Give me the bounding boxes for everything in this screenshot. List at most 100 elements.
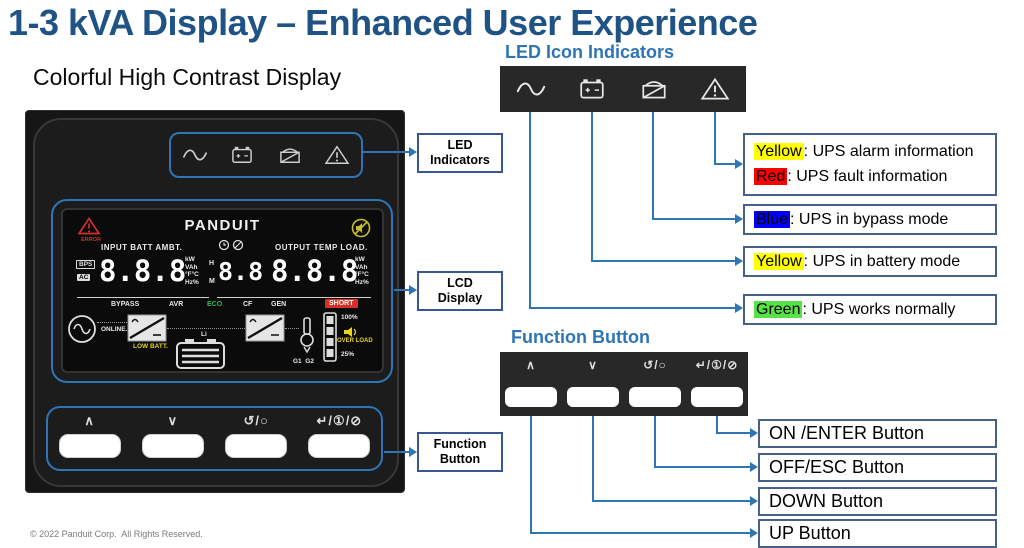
connector-line [592, 416, 594, 501]
lcd-load-25-label: 25% [341, 351, 355, 358]
battery-icon [219, 145, 267, 165]
lcd-li-label: Li [201, 331, 207, 338]
connector-line [652, 218, 736, 220]
callout-line: Yellow: UPS in battery mode [754, 252, 961, 270]
led-callout-normal: Green: UPS works normally [743, 294, 997, 325]
connector-line [654, 466, 752, 468]
lcd-lamp-icon [299, 316, 315, 361]
arrowhead [409, 147, 422, 157]
on-enter-symbol: ↵/①/⊘ [316, 413, 363, 428]
color-word: Yellow [754, 252, 804, 270]
down-button[interactable] [141, 434, 204, 458]
lcd-display: ERROR PANDUIT INPUT BATT AMBT. OUTPUT TE… [61, 208, 384, 373]
down-symbol: ∨ [588, 358, 598, 372]
display-subtitle: Colorful High Contrast Display [33, 64, 342, 90]
alarm-triangle-icon [314, 144, 362, 166]
lcd-mute-icon [351, 218, 371, 243]
connector-line [652, 112, 654, 220]
connector-line [714, 163, 736, 165]
connector-line [591, 112, 593, 262]
lcd-battery-pack-icon [175, 338, 227, 371]
copyright-text: © 2022 Panduit Corp. All Rights Reserved… [30, 529, 203, 539]
lcd-inverter-icon [127, 314, 167, 347]
sine-wave-icon [500, 78, 562, 100]
connector-line [591, 260, 736, 262]
device-button-symbols: ∧ ∨ ↺/○ ↵/①/⊘ [48, 408, 381, 434]
lcd-low-batt-label: LOW BATT. [133, 343, 168, 350]
connector-line [716, 416, 718, 433]
lcd-error-label: ERROR [81, 237, 101, 243]
lcd-ac-source-icon [67, 314, 97, 349]
up-symbol: ∧ [84, 413, 95, 428]
lcd-divider-left [77, 297, 209, 298]
lcd-status-avr: AVR [169, 301, 184, 308]
lcd-bps-badge: BPS [76, 260, 96, 269]
sine-wave-icon [171, 145, 219, 165]
arrowhead [750, 496, 763, 506]
function-button-label-box: Function Button [417, 432, 503, 472]
down-button[interactable] [567, 387, 619, 407]
on-enter-button[interactable] [691, 387, 743, 407]
led-icon-bar [500, 66, 746, 112]
lcd-status-gen: GEN [271, 301, 287, 308]
lcd-error-icon [77, 216, 101, 241]
bypass-icon [266, 145, 314, 165]
ups-device-panel: ERROR PANDUIT INPUT BATT AMBT. OUTPUT TE… [25, 110, 405, 493]
on-enter-button[interactable] [308, 434, 371, 458]
callout-line: Blue: UPS in bypass mode [754, 210, 949, 228]
arrowhead [735, 256, 748, 266]
off-esc-button[interactable] [225, 434, 288, 458]
led-callout-bypass: Blue: UPS in bypass mode [743, 204, 997, 235]
lcd-status-bypass: BYPASS [111, 301, 140, 308]
connector-line [530, 532, 752, 534]
lcd-divider-right [217, 297, 371, 298]
page-title: 1-3 kVA Display – Enhanced User Experien… [8, 2, 758, 43]
color-word: Red [754, 168, 788, 186]
lcd-inverter-icon [245, 314, 285, 347]
on-enter-symbol: ↵/①/⊘ [695, 358, 739, 372]
lcd-online-label: ONLINE. [101, 326, 128, 333]
battery-icon [562, 77, 624, 101]
callout-line: Yellow: UPS alarm information [754, 142, 974, 160]
lcd-hour-label: H [209, 260, 215, 267]
alarm-triangle-icon [685, 76, 747, 102]
connector-line [592, 500, 752, 502]
connector-line [530, 416, 532, 533]
connector-line [384, 451, 410, 453]
panduit-logo: PANDUIT [184, 217, 261, 234]
device-function-button-area: ∧ ∨ ↺/○ ↵/①/⊘ [46, 406, 383, 471]
off-esc-symbol: ↺/○ [643, 358, 667, 372]
lcd-overload-label: OVER LOAD [337, 338, 373, 344]
lcd-flow-dots [285, 328, 299, 329]
led-callout-alarm-fault: Yellow: UPS alarm information Red: UPS f… [743, 133, 997, 196]
lcd-display-label-box: LCD Display [417, 271, 503, 311]
color-word: Blue [754, 210, 791, 228]
up-button[interactable] [505, 387, 557, 407]
lcd-status-eco: ECO [207, 301, 223, 308]
lcd-minute-label: M [209, 278, 215, 285]
arrowhead [409, 447, 422, 457]
arrowhead [735, 303, 748, 313]
lcd-ac-badge: AC [77, 274, 91, 281]
arrowhead [409, 285, 422, 295]
device-lcd-outline [51, 199, 393, 383]
lcd-short-badge: SHORT [325, 299, 358, 308]
off-esc-button[interactable] [629, 387, 681, 407]
lcd-digits-left: 8.8.8 [99, 254, 187, 288]
lcd-digits-center: 8.8 [218, 257, 264, 286]
fn-callout-off-esc: OFF/ESC Button [758, 453, 997, 482]
connector-line [394, 289, 410, 291]
arrowhead [735, 159, 748, 169]
lcd-load-bar-icon [323, 312, 337, 367]
fn-callout-on-enter: ON /ENTER Button [758, 419, 997, 448]
lcd-digits-right: 8.8.8 [271, 254, 359, 288]
fn-callout-up: UP Button [758, 519, 997, 548]
lcd-flow-dots [97, 322, 127, 323]
up-button[interactable] [58, 434, 121, 458]
arrowhead [750, 428, 763, 438]
down-symbol: ∨ [167, 413, 179, 428]
function-bar-symbols: ∧ ∨ ↺/○ ↵/①/⊘ [500, 352, 748, 378]
